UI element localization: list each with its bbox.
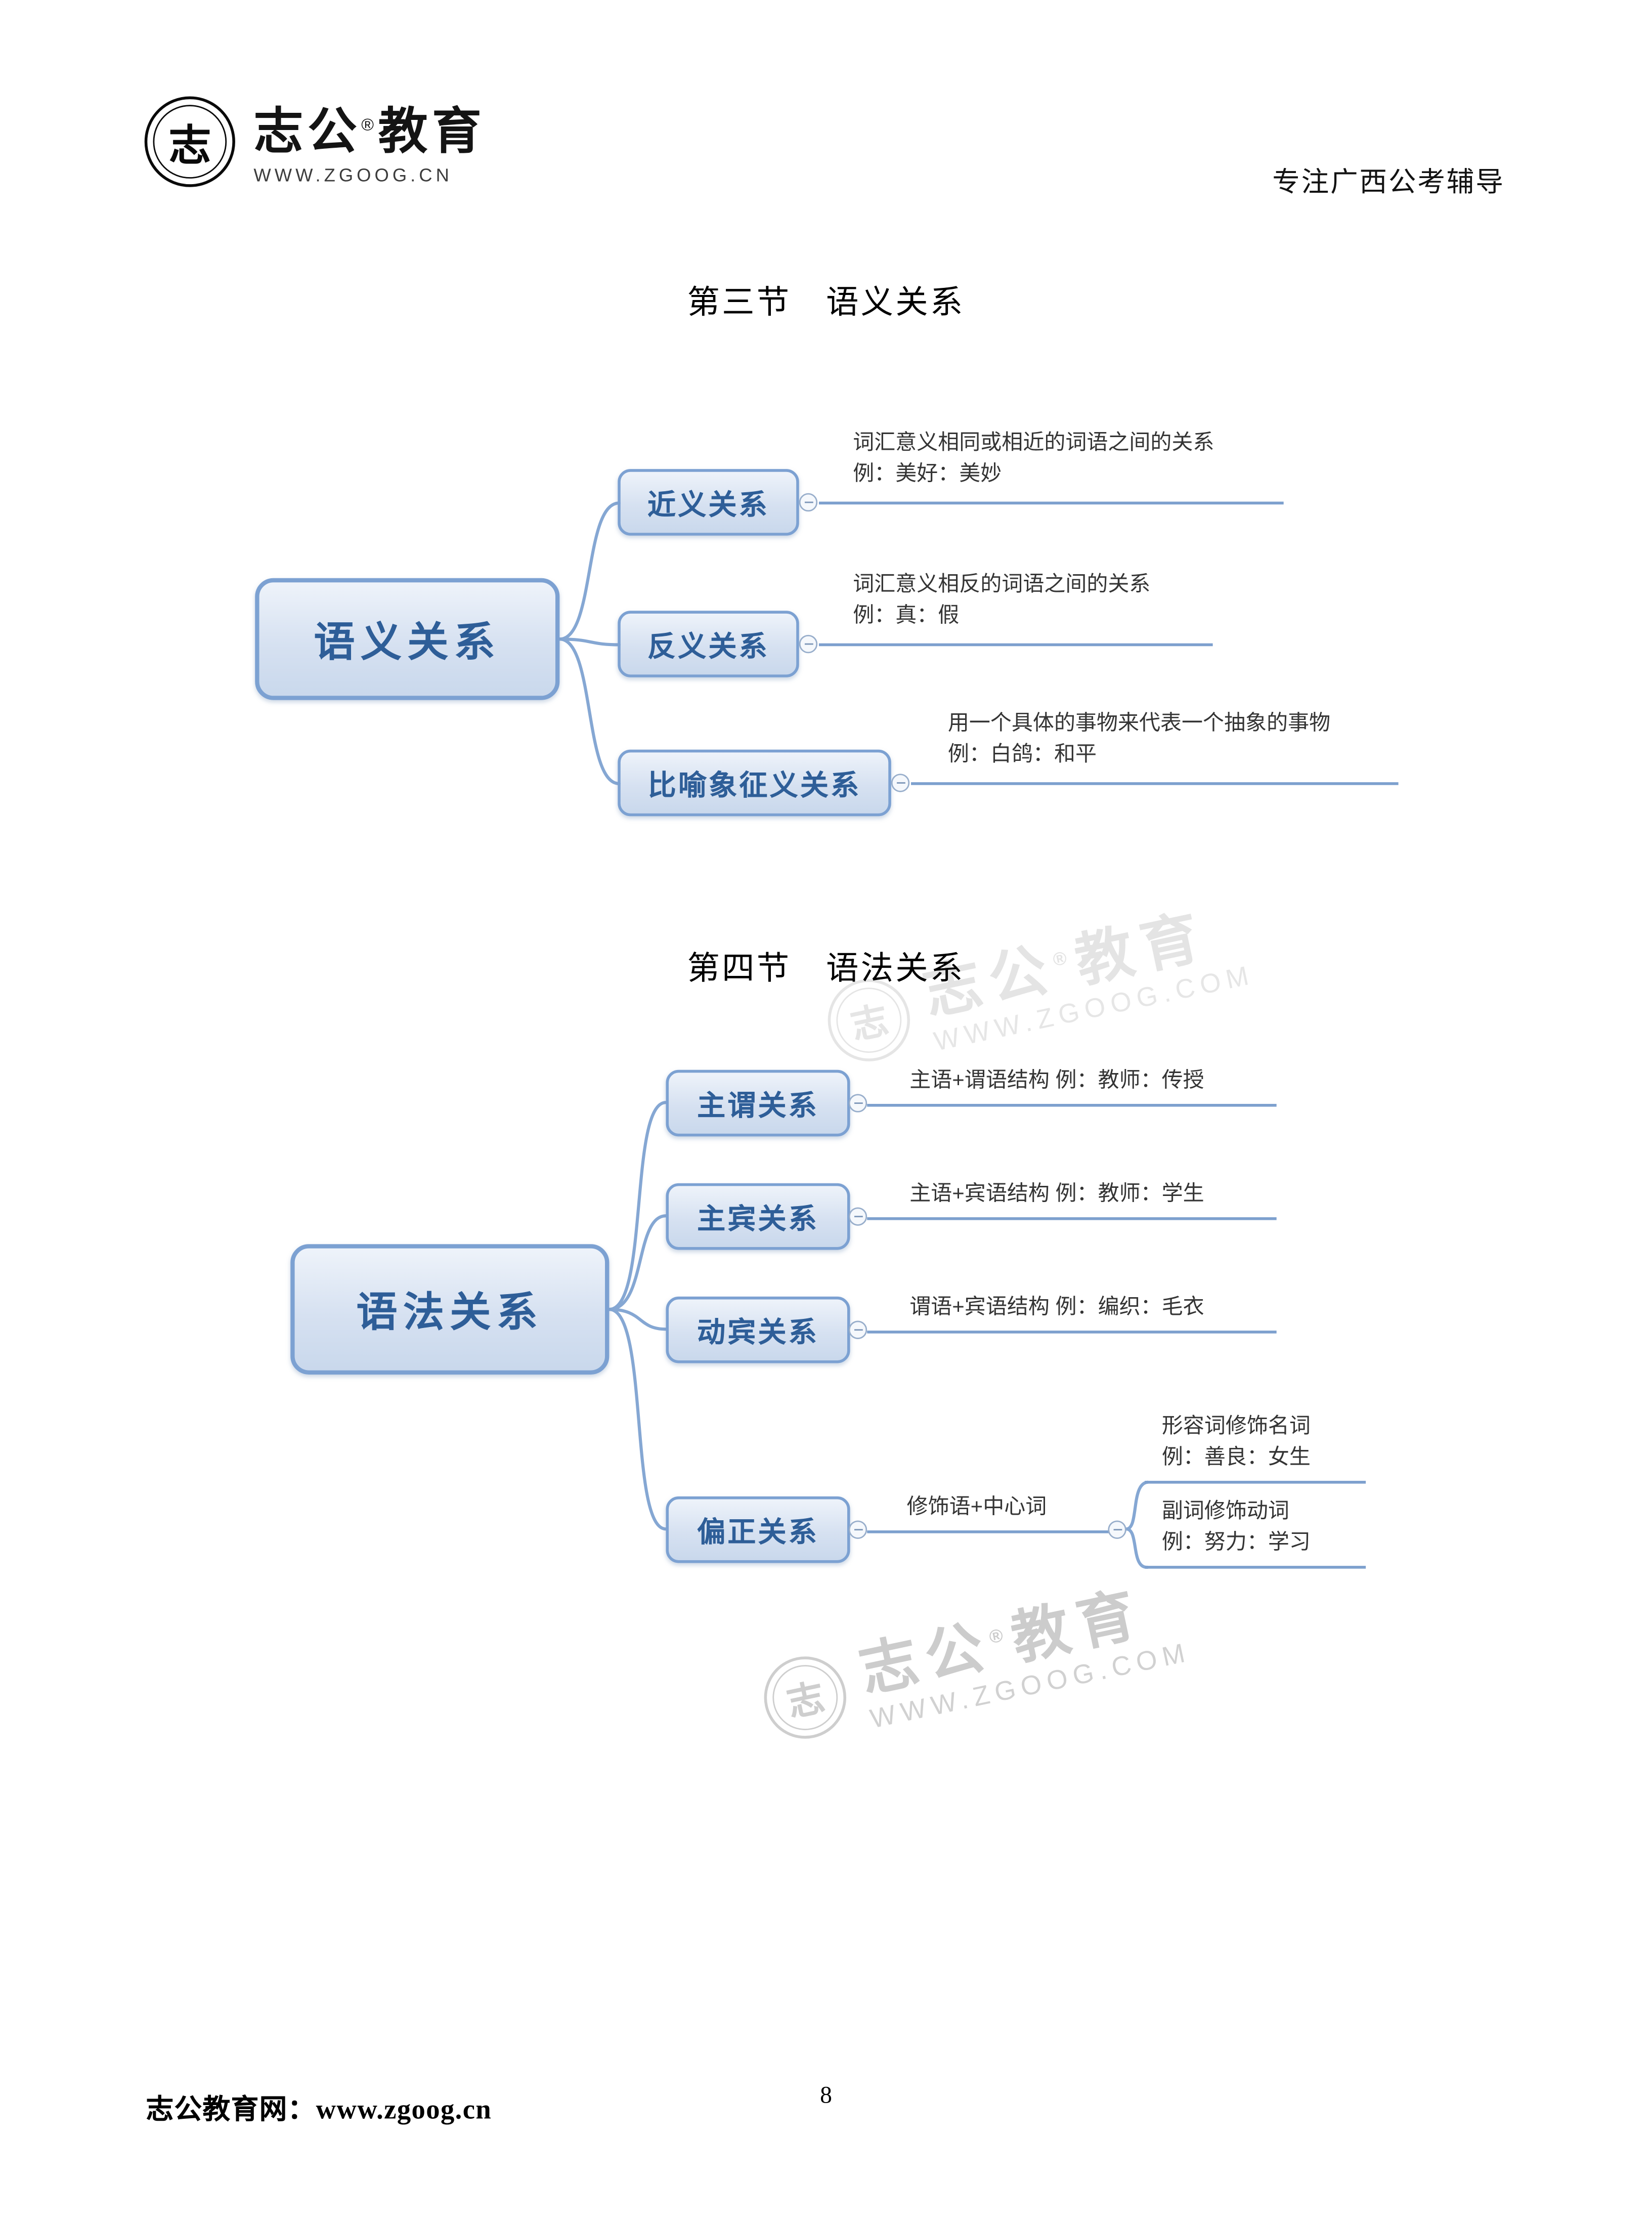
annotation-desc: 主语+宾语结构 例：教师：学生 — [909, 1182, 1204, 1206]
branch-annotation: 修饰语+中心词 — [867, 1492, 1111, 1533]
annotation-example: 例：善良：女生 — [1161, 1445, 1311, 1470]
annotation-desc: 词汇意义相反的词语之间的关系 — [853, 572, 1151, 597]
annotation-desc: 谓语+宾语结构 例：编织：毛衣 — [909, 1295, 1204, 1319]
annotation-example: 例：白鸽：和平 — [947, 742, 1097, 767]
branch-annotation: 谓语+宾语结构 例：编织：毛衣 — [867, 1293, 1277, 1334]
branch-synonym: 近义关系 — [618, 469, 799, 536]
branch-verb-object: 动宾关系 — [666, 1296, 850, 1363]
registered-mark: ® — [361, 115, 378, 135]
annotation-example: 例：美好：美妙 — [853, 462, 1002, 486]
branch-modifier-head: 偏正关系 — [666, 1496, 850, 1563]
watermark-text: 志公®教育 WWW.ZGOOG.COM — [853, 1567, 1193, 1736]
branch-annotation: 主语+谓语结构 例：教师：传授 — [867, 1065, 1277, 1107]
section3-title: 第三节 语义关系 — [687, 283, 965, 321]
sub-branch-annotation: 副词修饰动词 例：努力：学习 — [1145, 1496, 1366, 1569]
collapse-toggle-icon — [848, 1320, 867, 1339]
section4-title: 第四节 语法关系 — [687, 949, 965, 987]
watermark-url: WWW.ZGOOG.COM — [867, 1638, 1193, 1735]
branch-annotation: 词汇意义相同或相近的词语之间的关系 例：美好：美妙 — [818, 428, 1284, 505]
collapse-toggle-icon — [799, 493, 818, 512]
registered-mark: ® — [987, 1622, 1014, 1648]
annotation-desc: 副词修饰动词 — [1161, 1499, 1289, 1524]
brand-block: 志公®教育 WWW.ZGOOG.CN — [253, 98, 486, 186]
annotation-desc: 词汇意义相同或相近的词语之间的关系 — [853, 431, 1214, 455]
branch-annotation: 主语+宾语结构 例：教师：学生 — [867, 1179, 1277, 1220]
logo-seal-glyph: 志 — [168, 123, 211, 170]
annotation-desc: 主语+谓语结构 例：教师：传授 — [909, 1068, 1204, 1093]
collapse-toggle-icon — [891, 774, 910, 792]
branch-antonym: 反义关系 — [618, 611, 799, 677]
header-tagline: 专注广西公考辅导 — [1272, 167, 1505, 199]
collapse-toggle-icon — [1108, 1520, 1126, 1539]
collapse-toggle-icon — [848, 1207, 867, 1226]
annotation-desc: 修饰语+中心词 — [906, 1495, 1047, 1519]
collapse-toggle-icon — [848, 1094, 867, 1112]
logo-seal-icon: 志 — [144, 96, 235, 187]
annotation-example: 例：真：假 — [853, 604, 960, 628]
brand-name-b: 教育 — [378, 104, 486, 160]
branch-annotation: 用一个具体的事物来代表一个抽象的事物 例：白鸽：和平 — [911, 709, 1399, 785]
watermark-seal-icon: 志 — [756, 1649, 854, 1747]
branch-metaphor: 比喻象征义关系 — [618, 749, 891, 817]
sub-branch-annotation: 形容词修饰名词 例：善良：女生 — [1145, 1411, 1366, 1484]
branch-subject-predicate: 主谓关系 — [666, 1069, 850, 1137]
watermark-seal-glyph: 志 — [783, 1675, 829, 1725]
watermark: 志 志公®教育 WWW.ZGOOG.COM — [754, 1567, 1193, 1757]
watermark-brand-b: 教育 — [1006, 1580, 1150, 1672]
annotation-desc: 形容词修饰名词 — [1161, 1414, 1311, 1439]
brand-logo: 志 志公®教育 WWW.ZGOOG.CN — [144, 96, 486, 187]
collapse-toggle-icon — [799, 634, 818, 654]
watermark-brand: 志公®教育 — [853, 1567, 1186, 1704]
brand-url: WWW.ZGOOG.CN — [253, 164, 453, 186]
mindmap-root-grammar: 语法关系 — [290, 1244, 610, 1375]
branch-subject-object: 主宾关系 — [666, 1183, 850, 1250]
page-number: 8 — [820, 2081, 832, 2109]
brand-name-a: 志公 — [253, 104, 362, 160]
annotation-example: 例：努力：学习 — [1161, 1530, 1311, 1555]
watermark-brand-a: 志公 — [854, 1612, 998, 1704]
branch-annotation: 词汇意义相反的词语之间的关系 例：真：假 — [818, 570, 1213, 647]
collapse-toggle-icon — [848, 1520, 867, 1539]
footer-site-link: 志公教育网：www.zgoog.cn — [146, 2095, 492, 2126]
brand-name: 志公®教育 — [253, 98, 486, 160]
annotation-desc: 用一个具体的事物来代表一个抽象的事物 — [947, 711, 1331, 736]
mindmap-root-semantic: 语义关系 — [255, 578, 560, 700]
